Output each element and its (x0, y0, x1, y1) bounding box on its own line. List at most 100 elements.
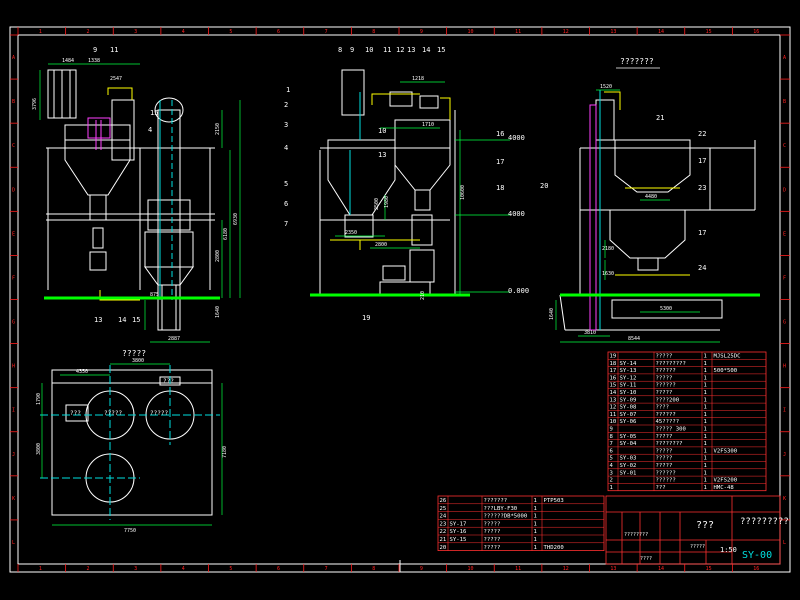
border-number: 6 (277, 566, 280, 572)
table-cell-spec: 500*500 (714, 368, 738, 374)
table-cell-qty: 1 (704, 368, 707, 374)
callout: 19 (362, 314, 370, 322)
table-cell-code: SY-14 (620, 361, 637, 367)
table-cell-code: SY-17 (450, 521, 467, 527)
table-cell-no: 10 (610, 419, 617, 425)
dim-text: 1640 (215, 306, 221, 318)
center-view-callouts: 8 9 10 11 12 13 14 15 1 2 3 4 5 6 7 10 1… (284, 46, 504, 322)
border-number: 15 (706, 29, 712, 35)
callout: 3 (284, 121, 288, 129)
border-number: 12 (563, 566, 569, 572)
company-name: ????????? (740, 517, 789, 527)
right-view-dim-text: 1520 4480 2180 1630 5300 1640 3810 8544 (549, 84, 672, 342)
dim-text: 2150 (215, 123, 221, 135)
border-letter: K (12, 496, 15, 502)
table-cell-no: 16 (610, 375, 617, 381)
table-cell-code: SY-11 (620, 383, 637, 389)
callout: 18 (496, 184, 504, 192)
left-elevation-view (46, 69, 215, 331)
dim-text: 1338 (88, 58, 100, 64)
callout: 11 (383, 46, 391, 54)
border-letter: C (783, 143, 786, 149)
table-cell-no: 22 (440, 529, 447, 535)
table-cell-code: SY-07 (620, 412, 637, 418)
dim-text: 7180 (222, 446, 228, 458)
table-cell-no: 21 (440, 537, 447, 543)
table-cell-code: SY-03 (620, 456, 637, 462)
table-cell-qty: 1 (704, 427, 707, 433)
plan-hopper-1: ????? (104, 410, 122, 417)
table-cell-qty: 1 (534, 545, 537, 551)
callout: 10 (365, 46, 373, 54)
dim-text: 3800 (36, 443, 42, 455)
table-cell-spec: V2FS200 (714, 478, 738, 484)
drawing-number: SY-00 (742, 550, 772, 561)
dim-text: 3800 (132, 358, 144, 364)
table-cell-name: ????? (656, 354, 673, 360)
plan-title: ????? (122, 349, 146, 358)
callout: 22 (698, 130, 706, 138)
table-cell-qty: 1 (704, 434, 707, 440)
title-small-c: ???? (640, 556, 652, 562)
table-cell-name: ???LBY-F30 (484, 506, 518, 512)
border-number: 6 (277, 29, 280, 35)
callout: 15 (437, 46, 445, 54)
dim-text: 3810 (584, 330, 596, 336)
dim-text: 1630 (602, 271, 614, 277)
border-number: 13 (610, 566, 616, 572)
table-cell-name: ????????? (656, 361, 686, 367)
border-number: 2 (86, 29, 89, 35)
table-cell-qty: 1 (704, 375, 707, 381)
border-letter: J (783, 452, 786, 458)
scale-text: 1:50 (720, 546, 737, 554)
border-letter: H (783, 364, 786, 370)
left-view-dimensions (39, 63, 241, 343)
table-cell-code: SY-12 (620, 375, 637, 381)
border-number: 11 (515, 566, 521, 572)
table-cell-qty: 1 (534, 537, 537, 543)
border-letter: F (12, 275, 15, 281)
callout: 14 (118, 316, 126, 324)
table-cell-no: 12 (610, 405, 617, 411)
table-cell-name: ????? (656, 448, 673, 454)
plan-top-label: ??? (163, 378, 174, 385)
border-number: 16 (753, 566, 759, 572)
table-cell-qty: 1 (704, 448, 707, 454)
table-cell-name: ??? (656, 485, 666, 491)
callout: 21 (656, 114, 664, 122)
table-cell-qty: 1 (704, 419, 707, 425)
callout: 11 (110, 46, 118, 54)
border-number: 9 (420, 29, 423, 35)
callout: 9 (93, 46, 97, 54)
table-cell-qty: 1 (704, 397, 707, 403)
table-cell-name: ????? (484, 529, 501, 535)
border-number: 1 (39, 29, 42, 35)
dim-text: 875 (150, 292, 159, 298)
border-letter: A (12, 55, 15, 61)
table-cell-qty: 1 (534, 521, 537, 527)
table-cell-spec: PTP503 (544, 498, 564, 504)
center-view-dimensions (335, 81, 510, 295)
border-letter: B (12, 99, 15, 105)
title-small-b: ????? (690, 544, 705, 550)
border-letter: I (12, 408, 15, 414)
border-letter: H (12, 364, 15, 370)
border-letter: B (783, 99, 786, 105)
table-cell-name: ??????? (484, 498, 508, 504)
table-cell-no: 20 (440, 545, 447, 551)
table-cell-qty: 1 (704, 470, 707, 476)
table-cell-name: ????? (656, 375, 673, 381)
table-cell-no: 19 (610, 354, 617, 360)
dim-text: 4350 (76, 369, 88, 375)
border-number: 10 (467, 29, 473, 35)
table-cell-code: SY-02 (620, 463, 637, 469)
level-0000: 0.000 (508, 287, 529, 295)
left-view-dim-text: 1484 1338 2547 3796 2150 6930 6180 2800 … (32, 58, 239, 342)
table-cell-name: ???????? (656, 441, 683, 447)
callout: 15 (132, 316, 140, 324)
table-cell-qty: 1 (704, 456, 707, 462)
dim-text: 5300 (660, 306, 672, 312)
table-cell-qty: 1 (704, 463, 707, 469)
dim-text: 2500 (374, 198, 380, 210)
table-cell-spec: MJSL25DC (714, 354, 741, 360)
